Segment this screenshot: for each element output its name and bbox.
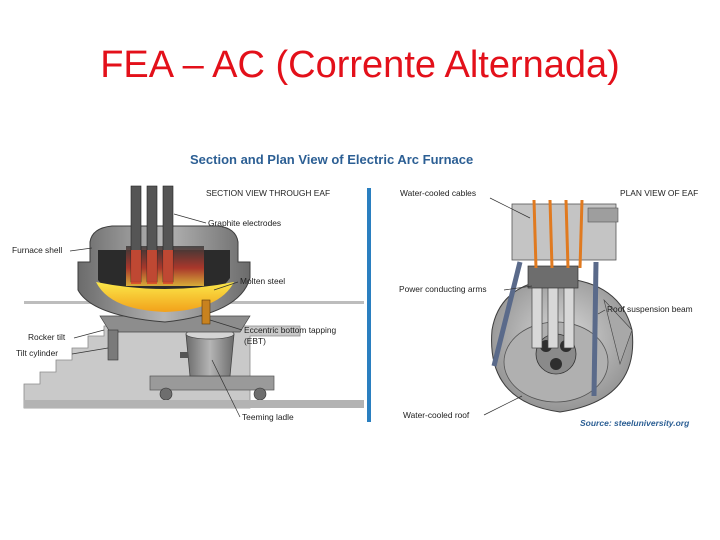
leader-line (489, 197, 531, 219)
leader-line (213, 281, 239, 291)
ladle-car-wheel (253, 387, 267, 401)
water-cooled-cable (548, 199, 554, 269)
label-ebt-line2: (EBT) (244, 336, 266, 346)
source-credit: Source: steeluniversity.org (580, 418, 690, 428)
leader-line (71, 347, 109, 355)
label-rocker-tilt: Rocker tilt (28, 332, 66, 342)
water-cooled-cable (564, 199, 570, 269)
ladle-car-wheel (159, 387, 173, 401)
leader-line (73, 329, 105, 339)
tilt-cylinder (107, 329, 119, 361)
section-view: SECTION VIEW THROUGH EAF (12, 185, 364, 422)
section-view-heading: SECTION VIEW THROUGH EAF (206, 188, 330, 198)
ladle-handle (180, 352, 188, 358)
teeming-ladle (185, 333, 235, 377)
label-water-cooled-cables: Water-cooled cables (400, 188, 476, 198)
label-teeming-ladle: Teeming ladle (242, 412, 294, 422)
slide-title: FEA – AC (Corrente Alternada) (100, 44, 620, 86)
leader-line (211, 359, 241, 418)
roof-suspension-beam (591, 261, 599, 397)
plan-view-heading: PLAN VIEW OF EAF (620, 188, 698, 198)
water-cooled-cable (578, 199, 584, 269)
electrode-arc (131, 250, 141, 284)
leader-line (69, 247, 93, 252)
label-ebt-line1: Eccentric bottom tapping (244, 325, 337, 335)
view-divider (367, 188, 371, 422)
leader-line (173, 213, 207, 224)
eccentric-tap-bulge (603, 298, 633, 366)
ladle-car (149, 375, 275, 391)
pit-floor (24, 400, 364, 408)
leader-line (483, 395, 523, 416)
roof-suspension-beam (491, 261, 523, 367)
leader-line (503, 285, 533, 291)
label-power-conducting-arms: Power conducting arms (399, 284, 487, 294)
leader-line (597, 309, 606, 315)
label-water-cooled-roof: Water-cooled roof (403, 410, 470, 420)
leader-line (209, 319, 243, 331)
figure-title: Section and Plan View of Electric Arc Fu… (190, 152, 473, 167)
label-tilt-cylinder: Tilt cylinder (16, 348, 58, 358)
electrode-port (550, 358, 562, 370)
arm-clamp-block (527, 265, 579, 289)
plan-view: PLAN VIEW OF EAF Water-cooled cables Pow… (399, 188, 698, 428)
water-cooled-cable (532, 199, 538, 269)
gantry-frame (587, 207, 619, 223)
electrode-arc (163, 250, 173, 284)
electrode-arc (147, 250, 157, 284)
label-molten-steel: Molten steel (240, 276, 285, 286)
label-furnace-shell: Furnace shell (12, 245, 62, 255)
label-roof-suspension-beam: Roof suspension beam (607, 304, 693, 314)
ebt-spout (201, 299, 211, 325)
molten-steel (96, 282, 234, 312)
label-graphite-electrodes: Graphite electrodes (208, 218, 281, 228)
